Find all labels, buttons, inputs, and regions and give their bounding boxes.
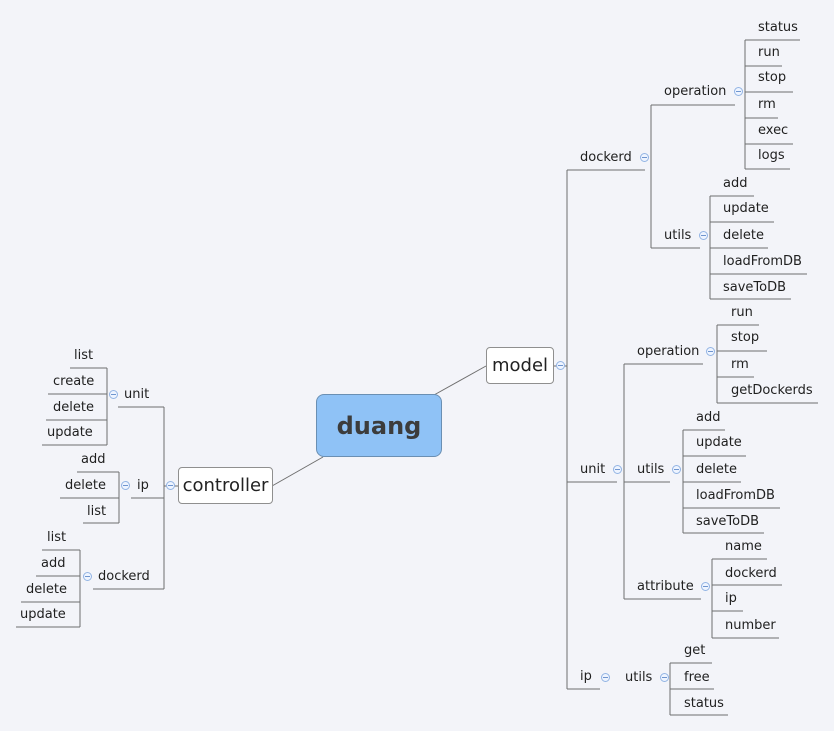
collapse-model-ip-utils-icon[interactable] bbox=[660, 673, 669, 682]
model-unit-operation-item[interactable]: run bbox=[731, 305, 753, 320]
model-dockerd-utils-item[interactable]: add bbox=[723, 176, 748, 191]
controller-dockerd-item[interactable]: list bbox=[47, 530, 67, 545]
model-dockerd-operation-item[interactable]: rm bbox=[758, 97, 776, 112]
model-dockerd-utils-item[interactable]: update bbox=[723, 201, 769, 216]
model-ip-utils-item[interactable]: free bbox=[684, 670, 710, 685]
model-unit-operation-item[interactable]: getDockerds bbox=[731, 383, 813, 398]
collapse-controller-ip-icon[interactable] bbox=[121, 481, 130, 490]
model-unit-operation-topic[interactable]: operation bbox=[637, 344, 700, 359]
controller-dockerd-topic[interactable]: dockerd bbox=[98, 569, 150, 584]
model-unit-utils-item[interactable]: saveToDB bbox=[696, 514, 760, 529]
collapse-model-dockerd-utils-icon[interactable] bbox=[699, 231, 708, 240]
model-unit-utils-item[interactable]: add bbox=[696, 410, 721, 425]
controller-ip-item[interactable]: delete bbox=[65, 478, 106, 493]
model-ip-utils-item[interactable]: get bbox=[684, 643, 706, 658]
controller-ip-topic[interactable]: ip bbox=[137, 478, 149, 493]
model-ip-utils-topic[interactable]: utils bbox=[625, 670, 653, 685]
controller-dockerd-item[interactable]: update bbox=[20, 607, 66, 622]
model-unit-attribute-item[interactable]: number bbox=[725, 618, 776, 633]
model-dockerd-topic[interactable]: dockerd bbox=[580, 150, 632, 165]
collapse-model-unit-utils-icon[interactable] bbox=[672, 465, 681, 474]
controller-unit-item[interactable]: delete bbox=[53, 400, 94, 415]
model-unit-operation-item[interactable]: rm bbox=[731, 357, 749, 372]
model-unit-attribute-item[interactable]: ip bbox=[725, 591, 737, 606]
controller-unit-item[interactable]: list bbox=[74, 348, 94, 363]
collapse-model-unit-icon[interactable] bbox=[613, 465, 622, 474]
root-topic[interactable]: duang bbox=[316, 394, 442, 457]
collapse-controller-icon[interactable] bbox=[166, 481, 175, 490]
model-unit-topic[interactable]: unit bbox=[580, 462, 606, 477]
model-dockerd-operation-item[interactable]: logs bbox=[758, 148, 785, 163]
model-dockerd-operation-item[interactable]: exec bbox=[758, 123, 789, 138]
model-unit-attribute-topic[interactable]: attribute bbox=[637, 579, 694, 594]
model-topic[interactable]: model bbox=[486, 347, 554, 384]
controller-ip-item[interactable]: add bbox=[81, 452, 106, 467]
model-dockerd-utils-item[interactable]: saveToDB bbox=[723, 280, 787, 295]
controller-topic[interactable]: controller bbox=[178, 467, 273, 504]
model-dockerd-utils-topic[interactable]: utils bbox=[664, 228, 692, 243]
collapse-model-icon[interactable] bbox=[556, 361, 565, 370]
controller-ip-item[interactable]: list bbox=[87, 504, 107, 519]
collapse-model-dockerd-operation-icon[interactable] bbox=[734, 87, 743, 96]
model-dockerd-operation-item[interactable]: stop bbox=[758, 70, 787, 85]
model-unit-operation-item[interactable]: stop bbox=[731, 330, 760, 345]
controller-dockerd-item[interactable]: delete bbox=[26, 582, 67, 597]
model-dockerd-utils-item[interactable]: delete bbox=[723, 228, 764, 243]
model-dockerd-operation-topic[interactable]: operation bbox=[664, 84, 727, 99]
model-unit-utils-item[interactable]: update bbox=[696, 435, 742, 450]
collapse-model-ip-icon[interactable] bbox=[601, 673, 610, 682]
model-unit-utils-item[interactable]: delete bbox=[696, 462, 737, 477]
model-unit-attribute-item[interactable]: dockerd bbox=[725, 566, 777, 581]
controller-unit-item[interactable]: update bbox=[47, 425, 93, 440]
model-ip-topic[interactable]: ip bbox=[580, 669, 592, 684]
controller-dockerd-item[interactable]: add bbox=[41, 556, 66, 571]
model-dockerd-operation-item[interactable]: status bbox=[758, 20, 798, 35]
model-unit-attribute-item[interactable]: name bbox=[725, 539, 762, 554]
model-unit-utils-item[interactable]: loadFromDB bbox=[696, 488, 775, 503]
collapse-controller-unit-icon[interactable] bbox=[109, 390, 118, 399]
controller-unit-item[interactable]: create bbox=[53, 374, 95, 389]
model-ip-utils-item[interactable]: status bbox=[684, 696, 724, 711]
collapse-model-dockerd-icon[interactable] bbox=[640, 153, 649, 162]
model-unit-utils-topic[interactable]: utils bbox=[637, 462, 665, 477]
model-dockerd-utils-item[interactable]: loadFromDB bbox=[723, 254, 802, 269]
collapse-model-unit-attribute-icon[interactable] bbox=[701, 582, 710, 591]
controller-unit-topic[interactable]: unit bbox=[124, 387, 150, 402]
collapse-model-unit-operation-icon[interactable] bbox=[706, 347, 715, 356]
model-dockerd-operation-item[interactable]: run bbox=[758, 45, 780, 60]
collapse-controller-dockerd-icon[interactable] bbox=[83, 572, 92, 581]
